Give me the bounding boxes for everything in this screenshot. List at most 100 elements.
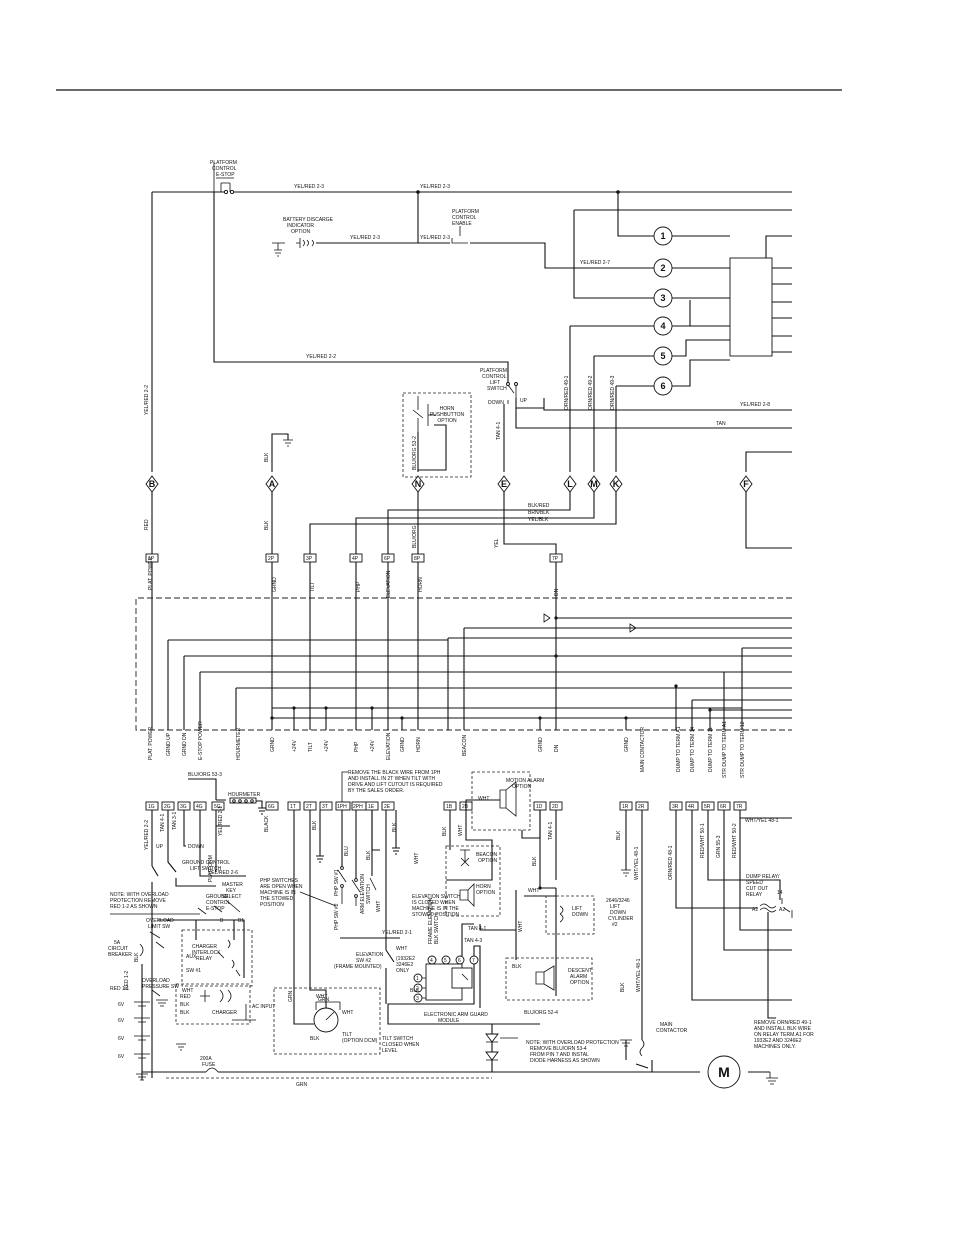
schematic-label: 1G	[148, 804, 155, 810]
schematic-label: 1R	[622, 804, 629, 810]
schematic-label: N	[415, 479, 422, 489]
schematic-label: K	[613, 479, 620, 489]
schematic-label: NOTE: WITH OVERLOAD PROTECTION	[526, 1040, 619, 1046]
schematic-label: YEL/RED 2-1	[382, 930, 412, 936]
schematic-label: DOWN	[572, 912, 588, 918]
schematic-label: ELEVATION SWITCH	[412, 894, 461, 900]
schematic-label: GRN	[296, 1082, 308, 1088]
schematic-label: RED 1-2 AS SHOWN	[110, 904, 158, 910]
schematic-label: ORN/RED 49-2	[588, 375, 594, 410]
schematic-label: MACHINE IS IN THE	[412, 906, 460, 912]
schematic-label: DN	[554, 588, 560, 596]
schematic-label: FUSE	[202, 1062, 216, 1068]
schematic-label: YEL/BLK	[528, 517, 549, 523]
schematic-label: YEL/RED 2-3	[420, 184, 450, 190]
schematic-label: MAIN CONTACTOR	[640, 727, 646, 772]
schematic-label: RED 1-1	[110, 986, 129, 992]
schematic-label: E-STOP POWER	[198, 721, 204, 760]
schematic-label: TAN 4-3	[464, 938, 482, 944]
schematic-label: 2	[660, 263, 665, 273]
schematic-label: ELECTRONIC ARM GUARD	[424, 1012, 488, 1018]
schematic-label: 3G	[180, 804, 187, 810]
schematic-label: CONTROL	[482, 374, 507, 380]
schematic-label: DUMP TO TERM 11	[708, 727, 714, 772]
schematic-label: FRAME ELEVATION	[428, 897, 434, 944]
schematic-label: TILT	[342, 1032, 352, 1038]
schematic-label: 1P	[148, 556, 155, 562]
schematic-label: 6R	[720, 804, 727, 810]
schematic-label: AC INPUT	[252, 1004, 275, 1010]
schematic-label: GRND	[538, 737, 544, 752]
schematic-label: BLK	[310, 1036, 320, 1042]
schematic-label: 5	[660, 351, 665, 361]
schematic-label: 3246E2	[396, 962, 413, 968]
schematic-label: 3T	[322, 804, 328, 810]
schematic-label: YEL/RED 2-8	[740, 402, 770, 408]
schematic-label: MACHINE IS IN	[260, 890, 296, 896]
schematic-label: LIFT	[610, 904, 620, 910]
schematic-label: PRESSURE SW	[142, 984, 179, 990]
upper-harness: YEL/RED 2-3 YEL/RED 2-3 PLATFORM CONTROL…	[144, 160, 792, 598]
schematic-label: WHT	[316, 994, 327, 1000]
schematic-label: SWITCH	[366, 884, 372, 904]
schematic-label: BEACON	[476, 852, 498, 858]
schematic-label: 3P	[306, 556, 313, 562]
schematic-label: 4P	[352, 556, 359, 562]
schematic-label: ORN/RED 49-3	[610, 375, 616, 410]
schematic-label: 7	[472, 958, 475, 964]
schematic-label: 2R	[638, 804, 645, 810]
schematic-label: GRND	[400, 737, 406, 752]
schematic-label: ALARM	[570, 974, 587, 980]
schematic-label: BLK	[134, 952, 140, 962]
schematic-label: BLU/ORG 53-3	[188, 772, 222, 778]
schematic-label: GRND	[270, 737, 276, 752]
schematic-label: BLK	[180, 1010, 190, 1016]
schematic-label: TAN	[716, 421, 726, 427]
schematic-label: BLK	[620, 982, 626, 992]
schematic-label: BLU/ORG 52-4	[524, 1010, 558, 1016]
ground-control-harness: BLU/ORG 53-3 HOURMETER 1G 2G 3G 4G 5G 6G…	[108, 770, 814, 1089]
schematic-label: WHT	[414, 853, 420, 864]
schematic-label: B1	[238, 918, 244, 924]
schematic-label: TAN 4-1	[496, 422, 502, 440]
schematic-label: LIFT	[490, 380, 500, 386]
schematic-label: 6V	[118, 1018, 125, 1024]
schematic-label: +24V	[292, 740, 298, 752]
schematic-label: 5R	[704, 804, 711, 810]
schematic-label: WHT/YEL 48-1	[636, 958, 642, 992]
schematic-label: A1	[752, 907, 758, 913]
schematic-label: BLK	[532, 856, 538, 866]
schematic-label: ELEVATION	[386, 570, 392, 598]
schematic-label: HORN	[418, 577, 424, 592]
schematic-label: REMOVE THE BLACK WIRE FROM 1PH	[348, 770, 441, 776]
schematic-label: 2D	[552, 804, 559, 810]
schematic-label: GRND UP	[166, 732, 172, 756]
schematic-label: INDICATOR	[287, 223, 314, 229]
schematic-label: RED	[180, 994, 191, 1000]
schematic-label: PLAT. POWER	[148, 726, 154, 760]
schematic-label: DUMP RELAY/	[746, 874, 780, 880]
schematic-label: HOURMETER	[228, 792, 261, 798]
schematic-label: RELAY	[746, 892, 763, 898]
schematic-label: 1B	[446, 804, 453, 810]
schematic-label: DRIVE AND LIFT CUTOUT IS REQUIRED	[348, 782, 443, 788]
schematic-label: WHT/YEL 48-1	[634, 846, 640, 880]
schematic-label: GRN 55-3	[716, 835, 722, 858]
schematic-label: DOWN	[188, 844, 204, 850]
schematic-label: PLATFORM	[210, 160, 237, 166]
schematic-label: OPTION	[570, 980, 590, 986]
schematic-label: MODULE	[438, 1018, 460, 1024]
schematic-label: AND INSTALL IN 2T WHEN TILT WITH	[348, 776, 436, 782]
schematic-label: DUMP TO TERM 14	[690, 727, 696, 772]
schematic-label: REMOVE ORN/RED 49-1	[754, 1020, 812, 1026]
schematic-label: WHT/YEL 48-1	[745, 818, 779, 824]
upper-pin-row: 1P 2P 3P 4P 6P 8P 7P	[145, 553, 563, 563]
schematic-label: BEACON	[462, 734, 468, 756]
schematic-label: GRND DN	[182, 732, 188, 756]
schematic-label: M	[590, 479, 598, 489]
schematic-label: 7R	[736, 804, 743, 810]
schematic-label: BLK SWITCH	[434, 913, 440, 944]
schematic-label: PROTECTION REMOVE	[110, 898, 167, 904]
schematic-label: AND INSTALL BLK WIRE	[754, 1026, 812, 1032]
